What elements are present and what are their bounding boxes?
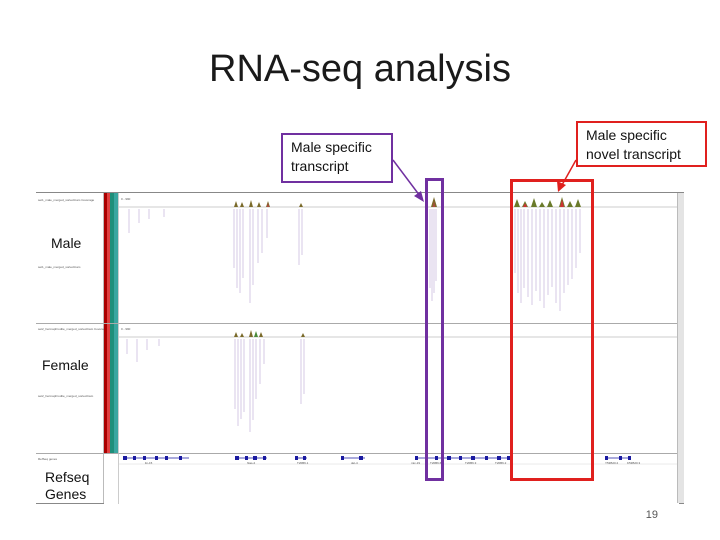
refseq-label-line-1: Refseq	[45, 469, 90, 485]
male-coverage-file-label: set1_male_merged_sorted.bam Coverage	[38, 198, 95, 202]
gene-label-lin-15: lin-15	[145, 461, 153, 465]
female-track-scrollbar[interactable]	[677, 323, 684, 453]
callout-line-2: transcript	[291, 158, 349, 174]
gene-label-mic-19: mic-19	[411, 461, 421, 465]
gene-label-t20b6-6: T20B6.6	[430, 461, 442, 465]
gene-label-hlas-2: hlas-2	[247, 461, 256, 465]
gene-label-k53b20-3: K53B20.3	[627, 461, 641, 465]
female-bam-file-label: set2_hermaphrodite_merged_sorted.bam	[38, 394, 94, 398]
purple-arrow-line	[392, 159, 421, 197]
refseq-attribute-column	[104, 453, 118, 504]
male-coverage-and-reads	[119, 197, 679, 311]
male-specific-novel-transcript-callout: Male specific novel transcript	[576, 121, 707, 167]
female-range-label: 0 - 990	[121, 327, 131, 331]
refseq-track-label: Refseq Genes	[45, 469, 89, 503]
male-data-area: 0 - 990	[118, 193, 679, 323]
callout-line-1: Male specific	[586, 127, 667, 143]
male-bam-file-label: set1_male_merged_sorted.bam	[38, 265, 81, 269]
gene-label-t20b6-2: T20B6.2	[495, 461, 507, 465]
male-specific-transcript-callout: Male specific transcript	[281, 133, 393, 183]
novel-transcript-highlight	[510, 179, 594, 481]
male-specific-transcript-highlight	[425, 178, 444, 481]
refseq-data-area: lin-15 hlas-2 T20B6.1 del-4 mic-19 T20B6…	[118, 453, 679, 504]
gene-label-del-4: del-4	[351, 461, 358, 465]
refseq-track-name-panel: RefSeq genes	[36, 453, 104, 503]
female-attribute-column	[104, 323, 118, 454]
male-range-label: 0 - 990	[121, 197, 131, 201]
male-attribute-column	[104, 193, 118, 323]
male-track-label: Male	[51, 235, 82, 251]
male-track-scrollbar[interactable]	[677, 193, 684, 323]
female-data-area: 0 - 990	[118, 323, 679, 454]
refseq-track-scrollbar[interactable]	[677, 453, 684, 503]
callout-line-1: Male specific	[291, 139, 372, 155]
gene-label-t20b6-3: T20B6.3	[465, 461, 477, 465]
slide-page-number: 19	[645, 509, 658, 521]
female-coverage-and-reads	[119, 330, 679, 432]
gene-label-y53b20-2: Y53B20.2	[605, 461, 619, 465]
refseq-file-label: RefSeq genes	[38, 457, 58, 461]
gene-label-t20b6-1: T20B6.1	[297, 461, 309, 465]
female-track-name-panel: set2_hermaphrodite_merged_sorted.bam Cov…	[36, 323, 108, 453]
female-coverage-file-label: set2_hermaphrodite_merged_sorted.bam Cov…	[38, 327, 108, 331]
female-track-label: Female	[42, 357, 89, 373]
callout-line-2: novel transcript	[586, 146, 681, 162]
refseq-label-line-2: Genes	[45, 486, 87, 502]
slide-title: RNA-seq analysis	[209, 48, 511, 90]
refseq-gene-models	[119, 456, 679, 465]
male-track-name-panel: set1_male_merged_sorted.bam Coverage set…	[36, 193, 104, 323]
